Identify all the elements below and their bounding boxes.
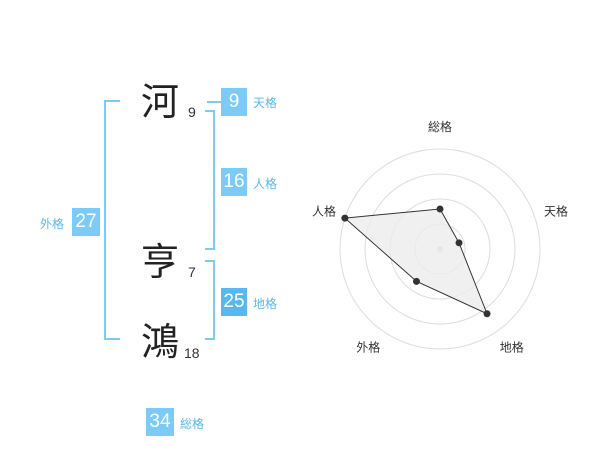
gaikaku-value: 27 <box>75 211 97 232</box>
name-char-3: 鴻 <box>140 320 179 364</box>
radar-area <box>343 208 488 315</box>
radar-point-3 <box>483 310 491 318</box>
jinkaku-bracket <box>205 110 215 250</box>
chikaku-value: 25 <box>223 291 245 312</box>
jinkaku-badge: 16 <box>221 168 247 196</box>
stroke-count-2: 7 <box>188 264 196 280</box>
radar-axis-label-3: 地格 <box>500 340 524 355</box>
stroke-count-3: 18 <box>184 345 200 361</box>
soukaku-label: 総格 <box>180 417 205 431</box>
gaikaku-badge: 27 <box>72 208 100 236</box>
name-char-2: 亨 <box>140 240 179 284</box>
radar-ring <box>339 148 541 350</box>
tenkaku-label: 天格 <box>253 96 278 110</box>
radar-point-4 <box>412 277 420 285</box>
stroke-count-1: 9 <box>188 104 196 120</box>
soukaku-value: 34 <box>149 411 171 432</box>
radar-axis-label-1: 総格 <box>428 119 452 134</box>
gaikaku-bracket <box>104 100 120 340</box>
tenkaku-connector <box>207 101 221 103</box>
tenkaku-value: 9 <box>228 91 240 112</box>
gaikaku-label: 外格 <box>40 217 65 231</box>
radar-point-5 <box>341 214 349 222</box>
radar-ring <box>364 173 516 325</box>
chikaku-badge: 25 <box>221 288 247 316</box>
name-char-1: 河 <box>140 80 179 124</box>
radar-axis-label-4: 外格 <box>356 340 380 355</box>
radar-point-2 <box>455 239 463 247</box>
chikaku-bracket <box>205 260 215 340</box>
radar-axis-label-2: 天格 <box>544 203 568 218</box>
radar-point-1 <box>436 205 444 213</box>
jinkaku-label: 人格 <box>253 177 278 191</box>
tenkaku-badge: 9 <box>221 88 247 116</box>
radar-axis-label-5: 人格 <box>312 203 336 218</box>
chikaku-label: 地格 <box>253 297 278 311</box>
soukaku-badge: 34 <box>146 408 174 436</box>
jinkaku-value: 16 <box>223 171 245 192</box>
